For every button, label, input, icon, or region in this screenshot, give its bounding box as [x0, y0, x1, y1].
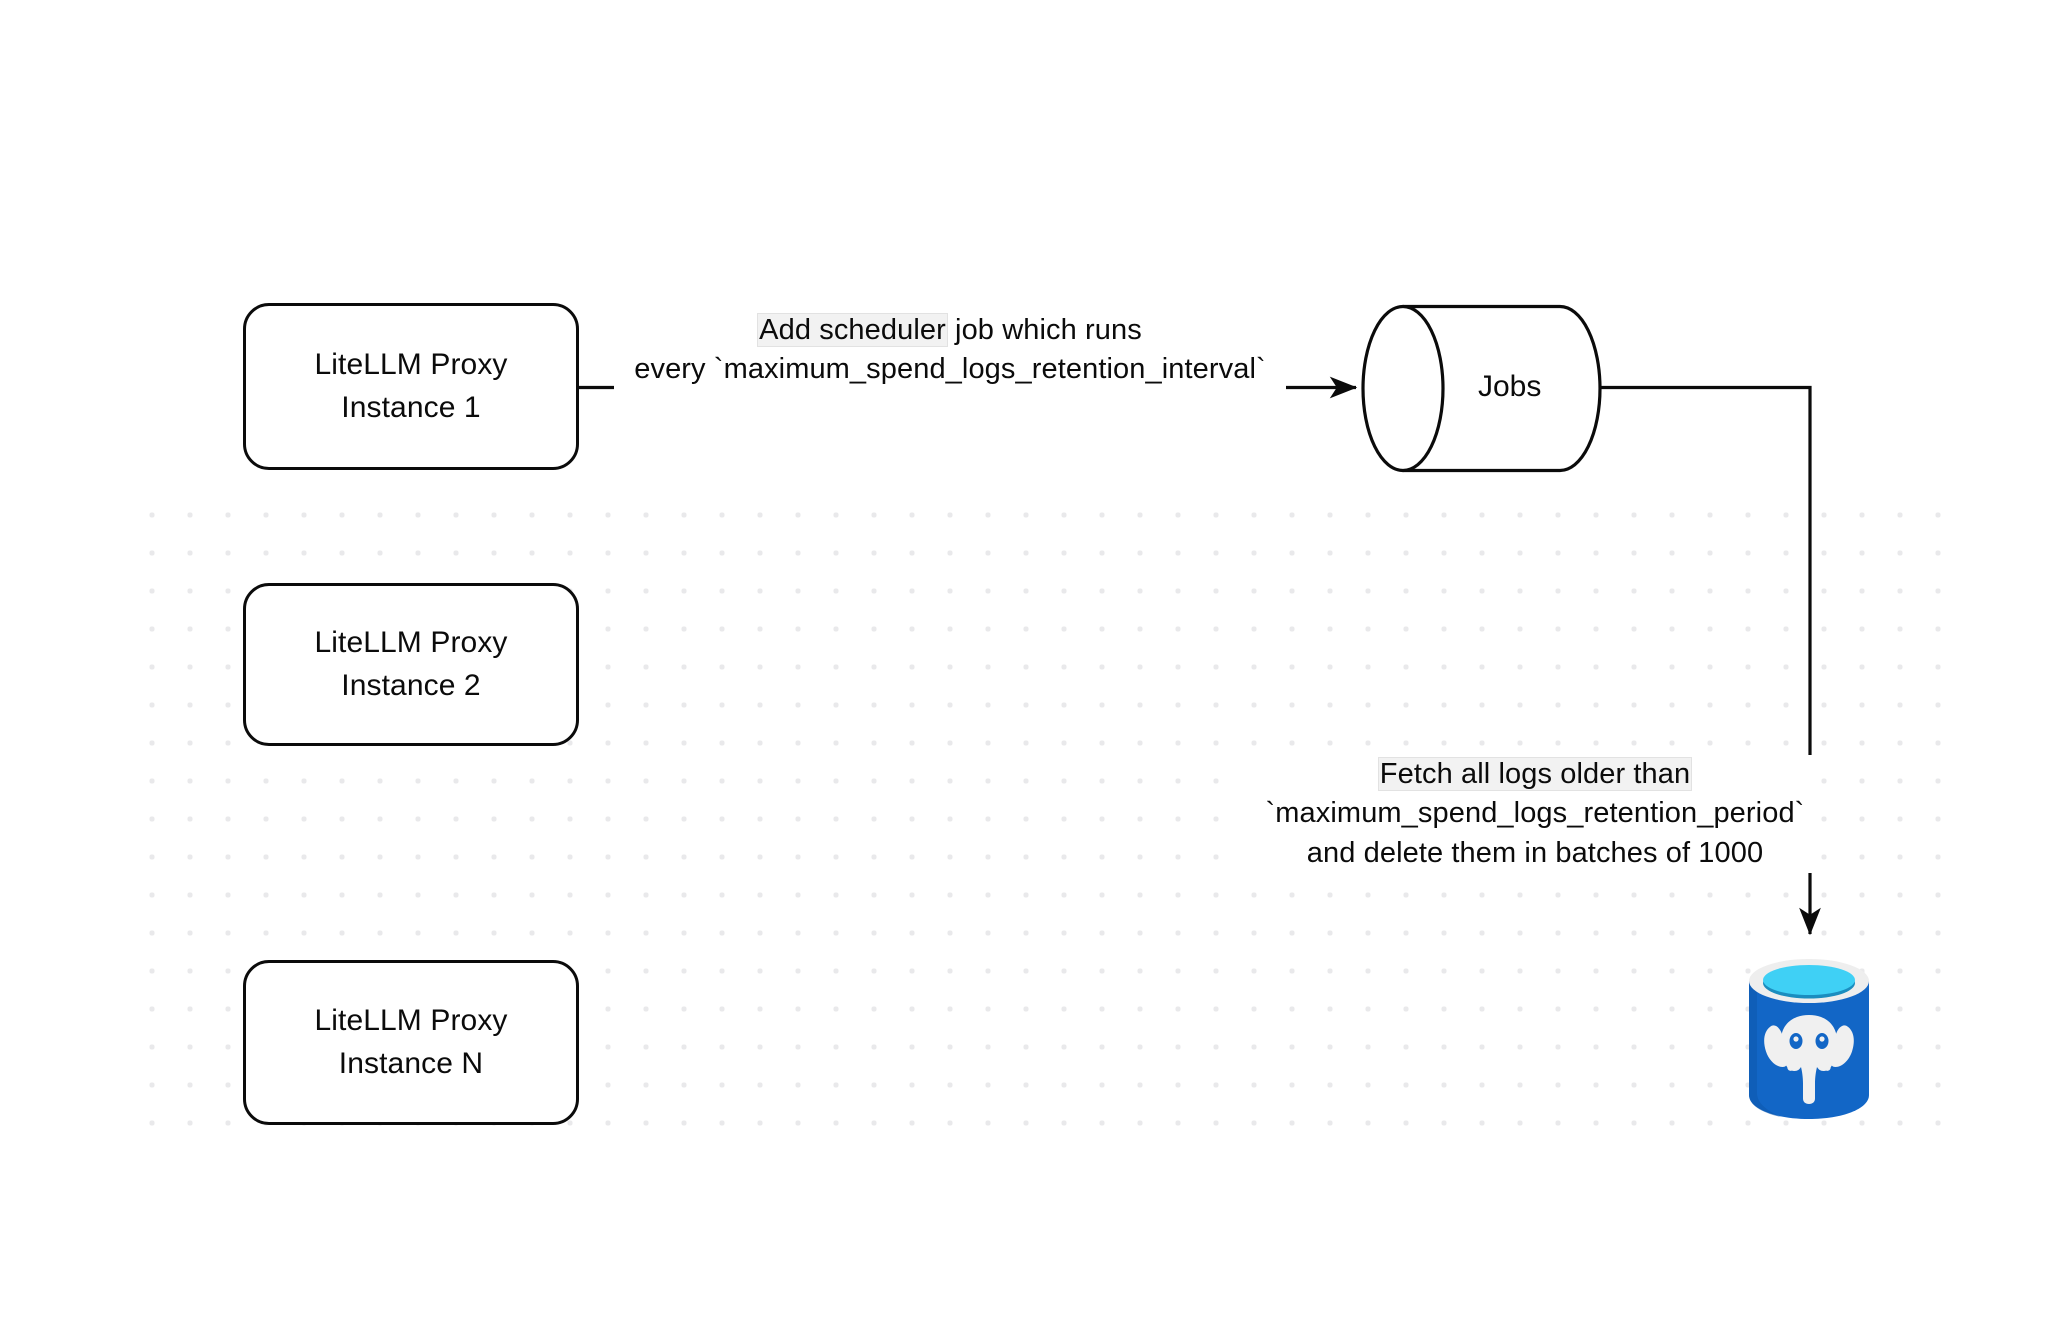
edge-label-1-rest: job which runs [946, 314, 1142, 346]
node-proxy-instance-1[interactable]: LiteLLM Proxy Instance 1 [243, 303, 579, 470]
edge-label-2-line-3: and delete them in batches of 1000 [1306, 836, 1764, 869]
node-proxy-n-line-1: LiteLLM Proxy [314, 1003, 508, 1037]
edge-label-2-line-2: `maximum_spend_logs_retention_period` [1265, 797, 1805, 830]
node-postgres-database[interactable] [1745, 955, 1873, 1123]
edge-label-2-highlight: Fetch all logs older than [1378, 758, 1692, 790]
edge-line-jobs-postgres [1600, 385, 1821, 936]
edge-jobs-to-postgres [1600, 385, 1821, 936]
postgres-database-icon [1749, 959, 1869, 1119]
postgres-elephant-eye-highlights [1793, 1036, 1825, 1042]
node-proxy-n-line-2: Instance N [338, 1046, 484, 1080]
node-proxy-2-line-1: LiteLLM Proxy [314, 625, 508, 659]
edge-label-fetch-and-delete-logs: Fetch all logs older than `maximum_spend… [1250, 755, 1820, 874]
edge-label-add-scheduler-job: Add scheduler job which runs every `maxi… [614, 311, 1286, 390]
node-jobs-label: Jobs [1478, 370, 1542, 403]
edge-label-1-highlight: Add scheduler [758, 314, 947, 346]
node-proxy-1-line-2: Instance 1 [341, 390, 481, 424]
node-proxy-2-line-2: Instance 2 [341, 668, 481, 702]
node-proxy-instance-n[interactable]: LiteLLM Proxy Instance N [243, 960, 579, 1125]
jobs-cylinder-shape [1361, 304, 1602, 473]
node-proxy-1-line-1: LiteLLM Proxy [314, 347, 508, 381]
postgres-elephant-tusks [1787, 1059, 1831, 1071]
node-proxy-instance-2[interactable]: LiteLLM Proxy Instance 2 [243, 583, 579, 746]
edge-label-1-line-2: every `maximum_spend_logs_retention_inte… [634, 353, 1266, 386]
edge-label-1-line-1: Add scheduler job which runs [614, 311, 1286, 350]
edge-label-2-line-1: Fetch all logs older than [1250, 755, 1820, 794]
